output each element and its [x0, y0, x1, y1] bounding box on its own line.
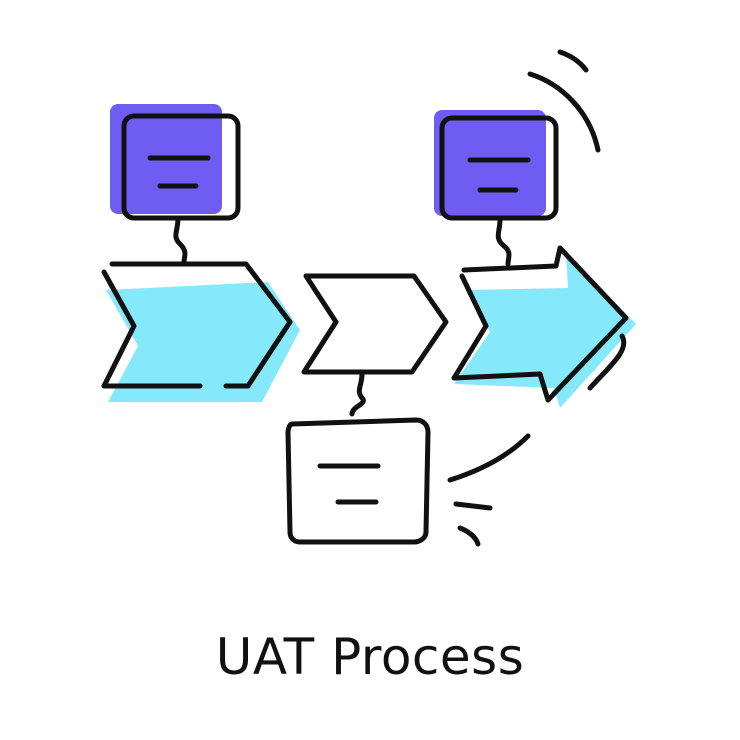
right-box-fill	[434, 110, 546, 216]
bottom-motion-dash-1	[453, 501, 493, 511]
left-box-outline	[121, 113, 241, 221]
right-arrow-shadow-line	[587, 333, 627, 391]
top-arc-large	[527, 71, 601, 153]
top-arc-small	[557, 49, 589, 73]
document-box-icon-left	[110, 104, 241, 265]
bottom-motion-dash-2	[457, 525, 481, 547]
bottom-box-outline	[285, 417, 431, 545]
document-box-icon-bottom	[285, 417, 431, 545]
document-box-icon-right	[434, 110, 559, 267]
right-arrow-fill	[454, 254, 636, 408]
middle-connector	[349, 371, 366, 417]
right-arrow-outline	[451, 245, 629, 403]
bottom-motion-arc	[447, 433, 531, 483]
motion-lines-icon-bottom	[447, 433, 531, 547]
left-chevron-outline-a	[109, 261, 293, 389]
left-chevron-outline-b	[101, 269, 203, 389]
middle-chevron-outline	[301, 273, 449, 375]
left-chevron-fill	[106, 282, 300, 402]
diagram-caption: UAT Process	[215, 628, 525, 686]
chevron-step-icon-left	[101, 261, 300, 402]
motion-lines-icon-top	[527, 49, 601, 153]
arrow-step-icon-right	[451, 245, 636, 408]
right-connector	[495, 217, 512, 267]
chevron-step-icon-middle	[301, 273, 449, 417]
left-connector	[173, 215, 188, 265]
